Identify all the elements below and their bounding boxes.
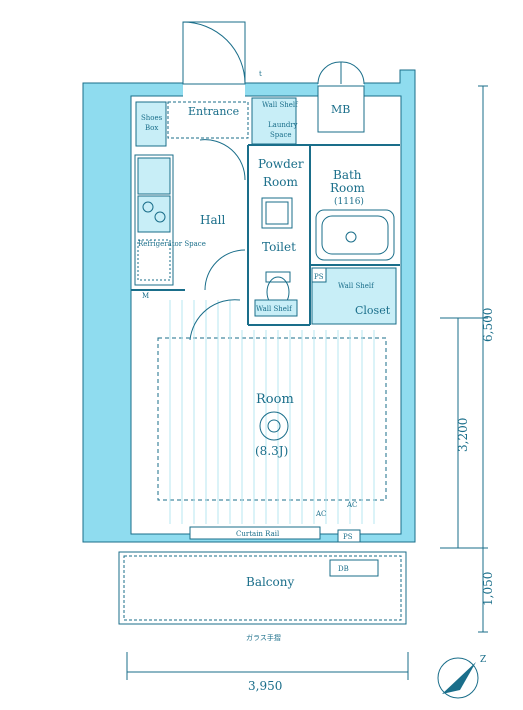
laundry-label-1: Laundry bbox=[268, 121, 298, 129]
wall-shelf-top-label: Wall Shelf bbox=[262, 101, 299, 109]
powder-label-1: Powder bbox=[258, 157, 304, 171]
dim-depth-balcony-label: 1,050 bbox=[481, 572, 495, 606]
hall-label: Hall bbox=[200, 213, 225, 227]
glass-rail-label: ガラス手摺 bbox=[246, 633, 281, 642]
interior-walls bbox=[131, 144, 400, 326]
vanity bbox=[261, 197, 293, 229]
shoes-box bbox=[135, 101, 167, 147]
kitchen-counter bbox=[134, 154, 174, 286]
ps-balcony-box bbox=[337, 529, 361, 543]
room-floor bbox=[157, 300, 387, 524]
curtain-rail-label: Curtain Rail bbox=[236, 530, 280, 538]
curtain-rail bbox=[189, 526, 321, 540]
entrance-label: Entrance bbox=[188, 105, 239, 118]
mb-label: MB bbox=[331, 103, 350, 116]
dim-depth-room-label: 3,200 bbox=[456, 418, 470, 452]
room-size-label: (8.3J) bbox=[255, 444, 288, 458]
m-mark-label: M bbox=[142, 292, 149, 300]
toilet-fixture bbox=[254, 271, 298, 317]
shoes-label-1: Shoes bbox=[141, 114, 163, 122]
dim-depth-total-label: 6,500 bbox=[481, 308, 495, 342]
laundry-label-2: Space bbox=[270, 131, 292, 139]
dimension-lines bbox=[126, 85, 488, 680]
ps-inner-box bbox=[311, 267, 327, 283]
entrance-door bbox=[182, 21, 365, 85]
entrance-zone bbox=[167, 101, 249, 139]
ac-label-1: AC bbox=[315, 510, 326, 518]
bath-size-label: (1116) bbox=[334, 196, 364, 207]
db-label: DB bbox=[338, 565, 349, 573]
ac-label-2: AC bbox=[346, 501, 357, 509]
bath-label-1: Bath bbox=[333, 168, 362, 182]
wall-shelf-toilet-label: Wall Shelf bbox=[256, 305, 293, 313]
shoes-label-2: Box bbox=[145, 124, 158, 132]
dim-width-label: 3,950 bbox=[248, 679, 282, 693]
wall-shelf-closet-label: Wall Shelf bbox=[338, 282, 375, 290]
laundry-space bbox=[251, 97, 297, 145]
closet-label: Closet bbox=[355, 304, 391, 317]
room-label: Room bbox=[256, 392, 294, 407]
ps-inner-label: PS bbox=[314, 273, 324, 281]
balcony-area bbox=[118, 551, 407, 625]
t-mark-label: t bbox=[259, 70, 262, 78]
fridge-label: Refrigerator Space bbox=[138, 240, 206, 248]
interior-door-arcs bbox=[189, 139, 246, 341]
toilet-label: Toilet bbox=[262, 240, 296, 254]
balcony-label: Balcony bbox=[246, 575, 294, 589]
compass-icon: Z bbox=[437, 655, 486, 699]
powder-label-2: Room bbox=[263, 175, 298, 189]
bath-label-2: Room bbox=[330, 181, 365, 195]
mb-box bbox=[317, 85, 365, 133]
svg-text:Z: Z bbox=[480, 655, 486, 665]
ps-balcony-label: PS bbox=[343, 533, 353, 541]
bathtub bbox=[315, 209, 395, 261]
